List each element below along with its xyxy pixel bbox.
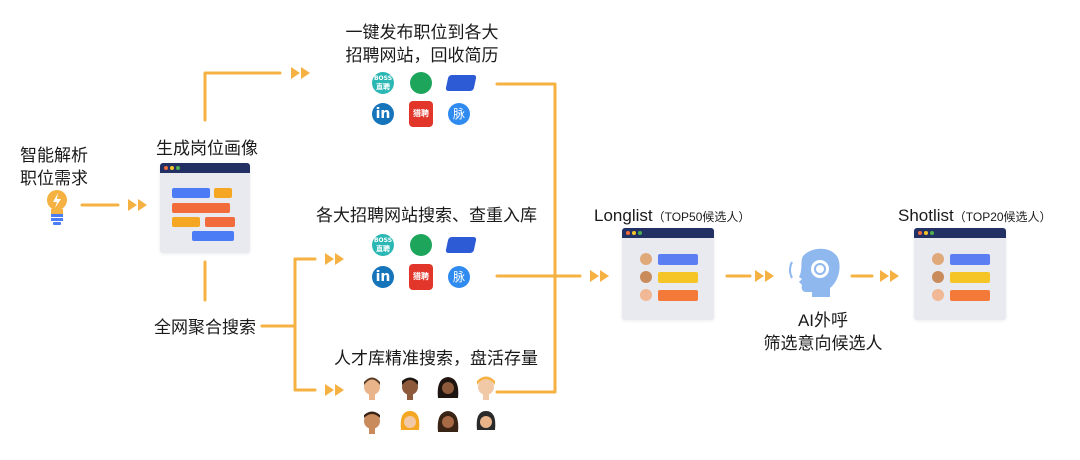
linkedin-logo: in — [372, 266, 394, 288]
line-talent-to-longlist — [495, 274, 557, 394]
talent-avatar — [477, 376, 495, 400]
job-site-logo — [445, 75, 477, 91]
talent-avatar — [364, 377, 380, 400]
arrow-to-sites — [325, 253, 344, 265]
window-titlebar — [914, 228, 1006, 238]
candidate-bar — [950, 290, 990, 301]
persona-tag — [172, 217, 200, 227]
shotlist-subtitle: （TOP20候选人） — [953, 210, 1052, 224]
persona-window — [160, 163, 250, 253]
line-search-to-talent — [293, 324, 317, 392]
boss-zhipin-logo: BOSS 直聘 — [372, 72, 394, 94]
lightbulb-icon — [47, 190, 67, 225]
line-search-to-sites — [293, 257, 317, 328]
window-dot — [170, 166, 174, 170]
node-analyze-label: 智能解析 职位需求 — [20, 146, 88, 188]
job-site-logo — [410, 234, 432, 256]
window-titlebar — [622, 228, 714, 238]
candidate-avatar — [640, 253, 652, 265]
boss-logo-line2: 直聘 — [376, 245, 390, 253]
longlist-subtitle: （TOP50候选人） — [652, 210, 751, 224]
window-dot — [626, 231, 630, 235]
persona-tag — [172, 203, 230, 213]
window-dot — [632, 231, 636, 235]
candidate-bar — [658, 290, 698, 301]
candidate-avatar — [640, 271, 652, 283]
line-publish-to-longlist — [495, 82, 557, 278]
talent-avatar — [437, 411, 459, 432]
linkedin-logo: in — [372, 103, 394, 125]
persona-tag — [214, 188, 232, 198]
longlist-window — [622, 228, 714, 320]
candidate-bar — [950, 254, 990, 265]
persona-tag — [205, 217, 235, 227]
window-dot — [918, 231, 922, 235]
liepin-logo: 猎聘 — [409, 264, 433, 290]
node-search-all-label: 全网聚合搜索 — [154, 318, 256, 337]
arrow-analyze-persona — [128, 199, 147, 211]
talent-avatar — [400, 411, 420, 430]
shotlist-title: Shotlist（TOP20候选人） — [898, 204, 1052, 229]
boss-logo-line1: BOSS — [373, 75, 393, 82]
candidate-bar — [658, 254, 698, 265]
arrow-to-publish — [291, 67, 310, 79]
talent-avatar — [437, 377, 459, 398]
talent-avatar — [402, 377, 418, 400]
arrowheads — [128, 67, 899, 396]
longlist-title: Longlist（TOP50候选人） — [594, 204, 750, 229]
window-dot — [638, 231, 642, 235]
line-persona-to-publish — [203, 71, 282, 122]
longlist-title-text: Longlist — [594, 206, 653, 225]
candidate-avatar — [640, 289, 652, 301]
candidate-avatar — [932, 289, 944, 301]
shotlist-window — [914, 228, 1006, 320]
boss-zhipin-logo: BOSS 直聘 — [372, 234, 394, 256]
arrow-to-ai — [755, 270, 774, 282]
node-ai-call-label: AI外呼 筛选意向候选人 — [763, 311, 883, 353]
talent-avatar — [364, 411, 380, 434]
window-dot — [176, 166, 180, 170]
connector-lines — [80, 71, 874, 394]
node-site-search-label: 各大招聘网站搜索、查重入库 — [316, 206, 537, 225]
arrow-to-talent — [325, 384, 344, 396]
liepin-logo: 猎聘 — [409, 101, 433, 127]
window-titlebar — [160, 163, 250, 173]
candidate-avatar — [932, 253, 944, 265]
node-persona-label: 生成岗位画像 — [156, 139, 258, 158]
node-publish-label: 一键发布职位到各大 招聘网站，回收简历 — [345, 23, 499, 65]
window-dot — [164, 166, 168, 170]
job-site-logo — [410, 72, 432, 94]
node-talent-pool-label: 人才库精准搜索，盘活存量 — [334, 349, 538, 368]
arrow-to-shotlist — [880, 270, 899, 282]
shotlist-title-text: Shotlist — [898, 206, 954, 225]
job-site-logo — [445, 237, 477, 253]
arrow-to-longlist — [590, 270, 609, 282]
boss-logo-line2: 直聘 — [376, 83, 390, 91]
candidate-avatar — [932, 271, 944, 283]
talent-avatar — [476, 411, 496, 430]
persona-tag — [192, 231, 234, 241]
candidate-bar — [950, 272, 990, 283]
maimai-logo: 脉 — [448, 266, 470, 288]
window-dot — [930, 231, 934, 235]
persona-tag — [172, 188, 210, 198]
candidate-bar — [658, 272, 698, 283]
maimai-logo: 脉 — [448, 103, 470, 125]
ai-robot-icon — [789, 248, 840, 297]
boss-logo-line1: BOSS — [373, 237, 393, 244]
window-dot — [924, 231, 928, 235]
